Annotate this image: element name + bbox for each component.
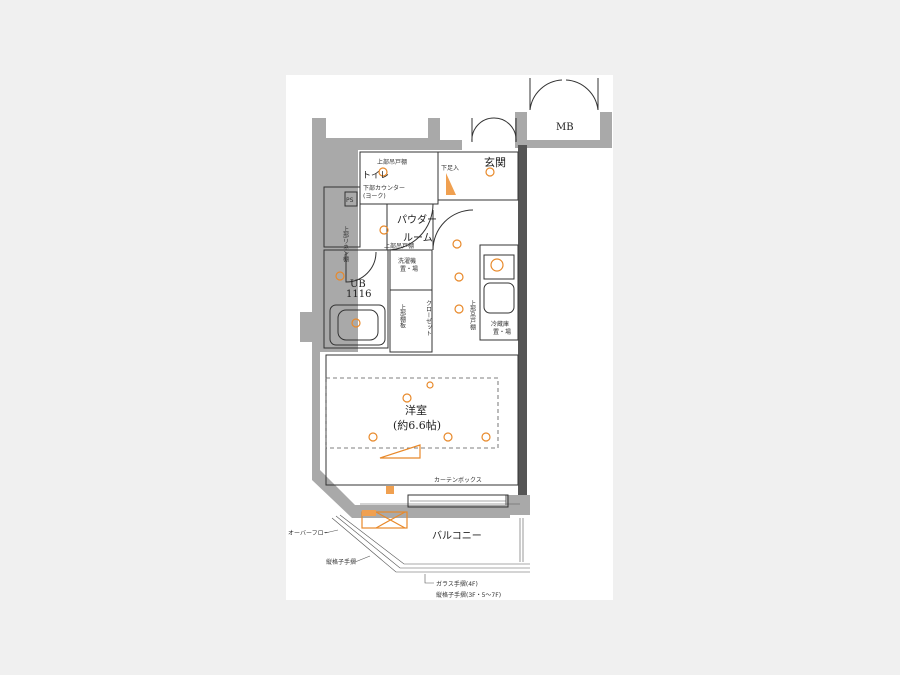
label-fridge-1: 冷蔵庫 (491, 320, 509, 328)
label-unit-bath-2: 1116 (346, 289, 371, 300)
exterior-wall-hatched (518, 145, 527, 495)
label-overflow: オーバーフロー (288, 530, 330, 537)
walls (300, 112, 612, 518)
label-fridge-2: 置・場 (493, 328, 511, 336)
label-shoe-storage: 下足入 (441, 165, 459, 172)
label-western-room-size: (約6.6帖) (393, 418, 441, 432)
label-vertical-railing-floors: 縦格子手摺(3F・5〜7F) (436, 591, 501, 599)
label-toilet-lower-counter: 下部カウンター (363, 184, 405, 192)
interior-walls (323, 78, 599, 508)
label-powder-room-1: パウダー (397, 213, 437, 226)
label-linen-shelf: 上部リネン棚 (342, 225, 349, 263)
labels: MB 玄関 下足入 トイレ 上部吊戸棚 下部カウンター (ヨーク) PS 上部リ… (288, 122, 574, 599)
label-closet: クローゼット (425, 300, 432, 336)
label-toilet: トイレ (362, 171, 389, 181)
label-western-room: 洋室 (405, 403, 427, 417)
label-glass-railing: ガラス手摺(4F) (436, 580, 478, 588)
label-washer-1: 洗濯機 (398, 257, 416, 265)
label-vertical-railing: 縦格子手摺 (326, 558, 356, 566)
label-balcony: バルコニー (432, 530, 482, 542)
label-toilet-upper-cabinet: 上部吊戸棚 (377, 158, 407, 166)
label-powder-room-2: ルーム (403, 232, 433, 244)
label-washer-2: 置・場 (400, 265, 418, 273)
label-ps: PS (346, 197, 354, 204)
balcony-railing (331, 510, 530, 573)
fixtures (335, 167, 504, 494)
label-curtain-box: カーテンボックス (434, 476, 482, 484)
label-toilet-counter-note: (ヨーク) (363, 193, 386, 200)
label-upper-shelf: 上部棚板 (399, 303, 406, 329)
label-powder-upper-cabinet: 上部吊戸棚 (384, 242, 414, 250)
label-entrance: 玄関 (484, 155, 506, 169)
label-unit-bath-1: UB (350, 279, 366, 290)
label-kitchen-upper-cabinet: 上部吊戸棚 (469, 299, 476, 331)
label-mb: MB (556, 122, 574, 133)
